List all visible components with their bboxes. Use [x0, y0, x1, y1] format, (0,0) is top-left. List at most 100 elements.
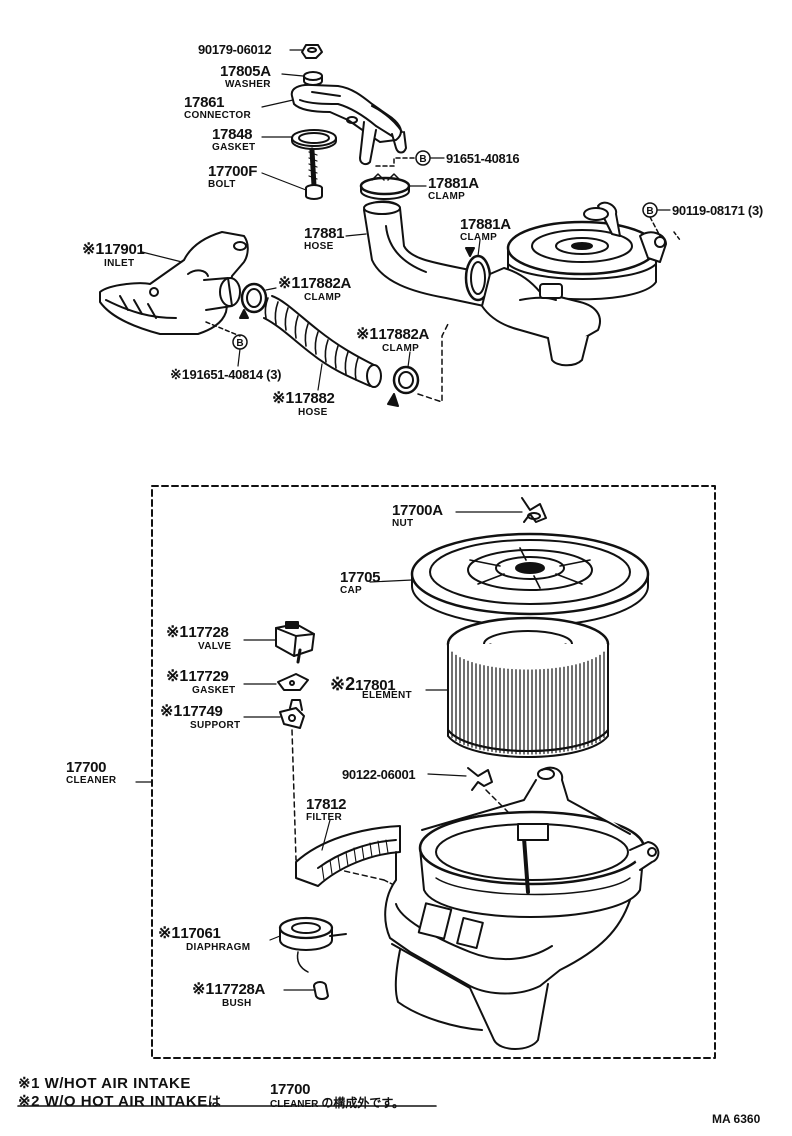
part-number: 17882A: [378, 326, 430, 343]
part-name: ELEMENT: [362, 690, 412, 701]
gasket-17729-drawing: [277, 673, 309, 691]
legend-ref-name: CLEANER: [270, 1099, 319, 1110]
part-name: FILTER: [306, 812, 343, 823]
note-mark: ※2: [330, 674, 356, 694]
cleaner-17700-boundary: [151, 485, 716, 1059]
label-17881a-top: 17881A CLAMP: [428, 176, 479, 202]
part-number: 17882: [294, 390, 335, 407]
label-17805a: 17805A WASHER: [220, 64, 271, 90]
part-number: 17801: [355, 677, 396, 694]
note-mark: ※1: [82, 241, 105, 258]
note-mark: ※1: [272, 390, 295, 407]
label-17861: 17861 CONNECTOR: [184, 95, 251, 121]
label-91651-40816: 91651-40816: [446, 151, 520, 166]
label-17700f: 17700F BOLT: [208, 164, 257, 190]
label-17728: ※117728 VALVE: [166, 625, 231, 652]
note-mark: ※1: [160, 703, 183, 720]
drawing-code: MA 6360: [712, 1112, 761, 1126]
valve-17728-drawing: [275, 621, 315, 664]
part-number: 90179-06012: [198, 42, 272, 57]
legend-line-1: ※1 W/HOT AIR INTAKE: [18, 1075, 191, 1092]
label-17729: ※117729 GASKET: [166, 669, 235, 696]
note-mark: ※1: [158, 925, 181, 942]
label-17848: 17848 GASKET: [212, 127, 255, 153]
nut-90179-drawing: [301, 44, 323, 59]
legend-line-2: ※2 W/O HOT AIR INTAKEは: [18, 1091, 221, 1110]
part-name: HOSE: [298, 407, 328, 418]
cap-17705-drawing: [410, 532, 650, 627]
note-mark: ※1: [166, 668, 189, 685]
legend-suffix: は: [207, 1094, 222, 1109]
legend-suffix: の構成外です。: [321, 1096, 405, 1110]
connector-17861-drawing: [290, 83, 407, 166]
part-name: CLAMP: [382, 343, 420, 354]
part-number: 91651-40816: [446, 151, 520, 166]
note-mark: ※1: [166, 624, 189, 641]
part-number: 17881A: [428, 175, 479, 192]
label-17901: ※117901 INLET: [82, 242, 145, 269]
element-17801-drawing: [446, 616, 610, 758]
filter-17812-drawing: [295, 825, 401, 887]
part-number: 17812: [306, 796, 347, 813]
label-17061: ※117061 DIAPHRAGM: [158, 926, 250, 953]
svg-text:B: B: [646, 206, 653, 217]
part-name: VALVE: [198, 641, 232, 652]
legend-text: ※2 W/O HOT AIR INTAKE: [18, 1093, 208, 1110]
part-number: 17729: [188, 668, 229, 685]
part-name: NUT: [392, 518, 414, 529]
label-91651-40814: ※191651-40814 (3): [170, 367, 281, 383]
clamp-17882a-inlet-drawing: [239, 282, 268, 319]
part-name: BUSH: [222, 998, 252, 1009]
part-number: 17728A: [214, 981, 266, 998]
part-number: 17728: [188, 624, 229, 641]
label-17728a: ※117728A BUSH: [192, 982, 265, 1009]
part-name: CLAMP: [460, 232, 498, 243]
label-17882: ※117882 HOSE: [272, 391, 335, 418]
label-17801: ※217801 ELEMENT: [330, 675, 412, 701]
part-name: CLEANER: [66, 775, 117, 786]
part-number: 17705: [340, 569, 381, 586]
inlet-17901-drawing: [99, 231, 249, 335]
bolt-17700f-drawing: [305, 147, 323, 200]
part-number: 17848: [212, 126, 253, 143]
part-name: CLAMP: [428, 191, 466, 202]
part-name: CONNECTOR: [184, 110, 251, 121]
gasket-17848-drawing: [291, 129, 337, 150]
hose-17882-drawing: [263, 295, 382, 388]
part-name: GASKET: [212, 142, 256, 153]
part-number: 17881: [304, 225, 345, 242]
label-17881: 17881 HOSE: [304, 225, 345, 252]
part-number: 91651-40814 (3): [189, 367, 282, 382]
part-number: 90122-06001: [342, 767, 416, 782]
part-number: 17700F: [208, 163, 258, 180]
label-90119: 90119-08171 (3): [672, 204, 763, 217]
part-number: 17700: [66, 759, 107, 776]
badge-letter: B: [419, 154, 426, 165]
part-name: INLET: [104, 258, 135, 269]
part-name: WASHER: [225, 79, 271, 90]
wing-bolt-90122-drawing: [467, 767, 493, 791]
svg-text:B: B: [236, 338, 243, 349]
part-number: 17749: [182, 703, 223, 720]
part-number: 17882A: [300, 275, 352, 292]
label-17882a-2: ※117882A CLAMP: [356, 327, 429, 354]
part-name: CLAMP: [304, 292, 342, 303]
part-name: HOSE: [304, 241, 334, 252]
label-17700: 17700 CLEANER: [66, 760, 116, 786]
part-name: SUPPORT: [190, 720, 241, 731]
part-number: 17061: [180, 925, 221, 942]
air-cleaner-assembly-drawing: [481, 201, 667, 367]
clamp-17882a-lower-drawing: [387, 365, 420, 407]
note-mark: ※1: [170, 366, 190, 382]
label-17700a: 17700A NUT: [392, 503, 443, 529]
washer-17805a-drawing: [303, 71, 323, 86]
bush-17728a-drawing: [313, 981, 329, 1000]
note-mark: ※1: [356, 326, 379, 343]
note-mark: ※1: [278, 275, 301, 292]
diaphragm-17061-drawing: [278, 916, 347, 973]
clamp-17881a-top-drawing: [359, 173, 411, 200]
label-90122: 90122-06001: [342, 767, 416, 782]
